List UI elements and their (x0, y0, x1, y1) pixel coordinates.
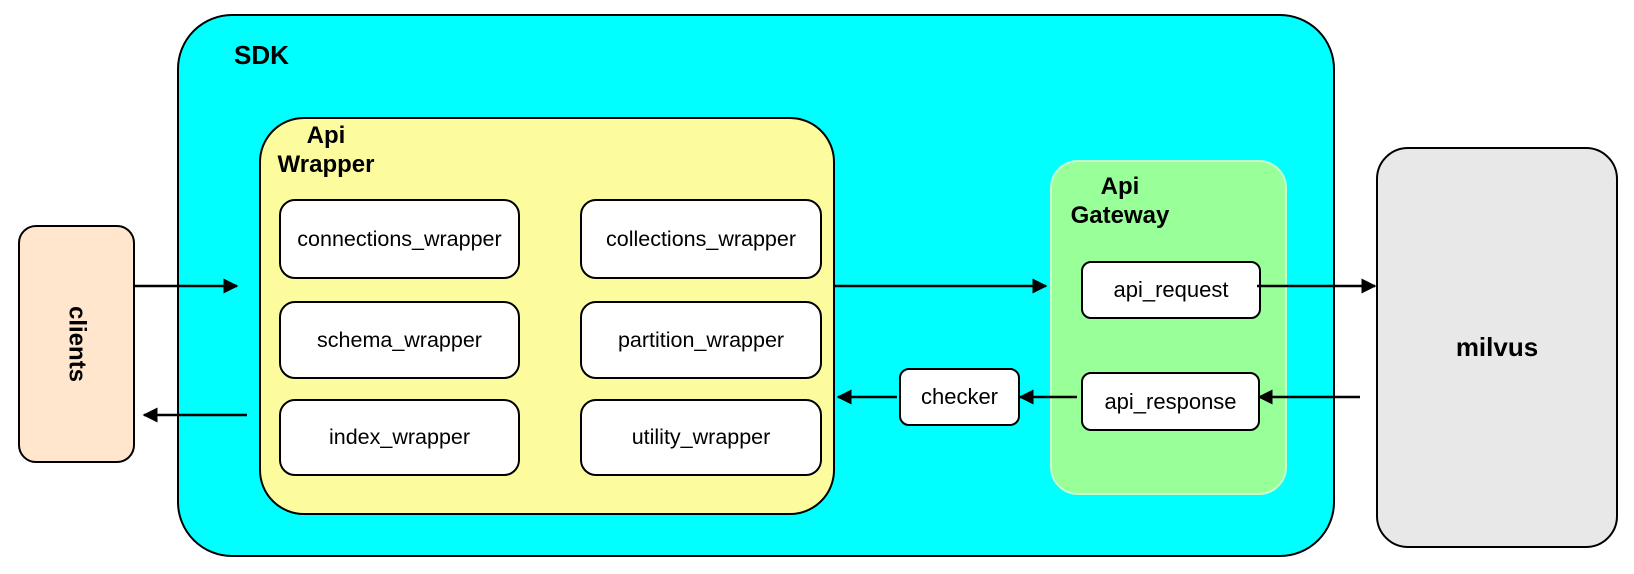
module-index-wrapper: index_wrapper (279, 399, 520, 476)
api-request-box: api_request (1081, 261, 1261, 319)
checker-box: checker (899, 368, 1020, 426)
module-schema-wrapper: schema_wrapper (279, 301, 520, 379)
api-response-label: api_response (1104, 388, 1237, 414)
module-label: connections_wrapper (297, 226, 502, 251)
sdk-label: SDK (234, 40, 289, 70)
clients-box: clients (18, 225, 135, 463)
api-request-label: api_request (1113, 277, 1229, 302)
checker-label: checker (920, 384, 999, 409)
module-collections-wrapper: collections_wrapper (580, 199, 822, 279)
module-label: index_wrapper (328, 425, 471, 449)
module-label: utility_wrapper (631, 425, 771, 449)
milvus-label: milvus (1455, 332, 1539, 362)
clients-label: clients (63, 305, 91, 383)
module-partition-wrapper: partition_wrapper (580, 301, 822, 379)
api-gateway-container: Api Gateway api_request api_response (1050, 160, 1287, 495)
api-wrapper-label: Api Wrapper (277, 122, 375, 178)
module-label: partition_wrapper (617, 327, 785, 352)
api-response-box: api_response (1081, 372, 1260, 431)
module-label: collections_wrapper (605, 226, 796, 251)
sdk-container: SDK Api Wrapper connections_wrapper coll… (177, 14, 1335, 557)
api-gateway-label: Api Gateway (1070, 173, 1170, 229)
module-connections-wrapper: connections_wrapper (279, 199, 520, 279)
module-utility-wrapper: utility_wrapper (580, 399, 822, 476)
api-wrapper-container: Api Wrapper connections_wrapper collecti… (259, 117, 835, 515)
milvus-box: milvus (1376, 147, 1618, 548)
module-label: schema_wrapper (317, 327, 482, 352)
